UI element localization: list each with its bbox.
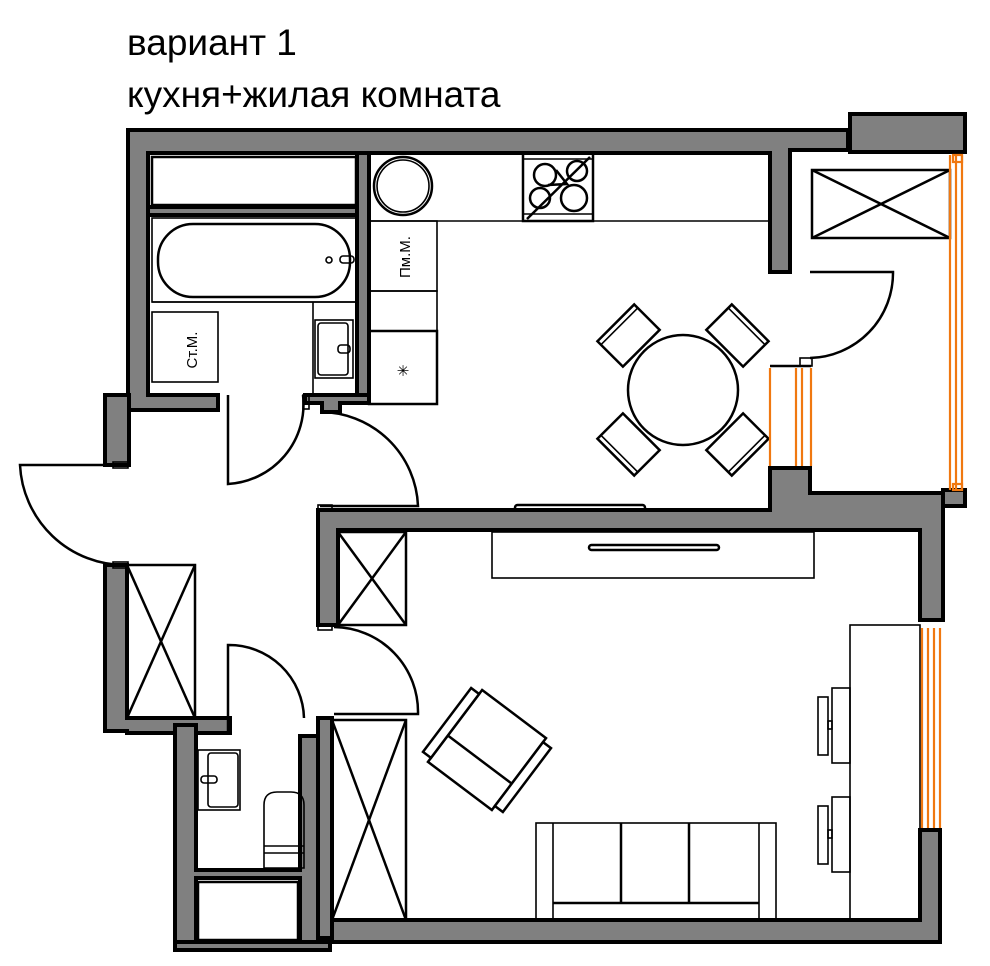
bathroom: Ст.М. xyxy=(150,155,358,395)
wall-living-left-bottom xyxy=(316,716,334,940)
plan-title-variant: вариант 1 xyxy=(127,22,297,63)
hall-wardrobe-icon xyxy=(125,563,197,720)
wall-bath-kitchen xyxy=(355,151,371,405)
wall-balcony-top xyxy=(848,112,967,154)
kitchen-cabinet xyxy=(368,290,438,332)
round-sink-icon xyxy=(372,155,434,217)
toilet-washbasin-icon xyxy=(197,749,241,811)
wall-bath-shelf xyxy=(146,205,359,217)
plan-subtitle-rooms: кухня+жилая комната xyxy=(127,74,501,115)
wall-kitchen-living xyxy=(316,466,945,627)
bath-washbasin-icon xyxy=(314,319,354,379)
toilet-door xyxy=(226,643,306,733)
toilet-shelf xyxy=(196,880,300,942)
balcony xyxy=(810,153,964,492)
dining-table-icon xyxy=(595,302,771,478)
desk-icon xyxy=(849,624,921,921)
toilet-room xyxy=(196,625,420,942)
stove-icon xyxy=(521,151,595,223)
living-wardrobe-icon xyxy=(336,530,408,627)
wall-bath-bottom-right xyxy=(303,393,371,414)
living-room xyxy=(330,531,942,922)
plant-icon xyxy=(830,394,906,470)
hallway xyxy=(18,394,420,720)
wall-hall-left xyxy=(103,563,232,735)
desk-chair-icon xyxy=(817,796,851,873)
armchair-icon xyxy=(421,686,553,814)
tv-unit xyxy=(491,531,815,579)
washing-machine-label: Ст.М. xyxy=(184,332,201,369)
desk-chair-icon xyxy=(817,687,851,764)
kitchen-tv-icon xyxy=(513,503,647,512)
living-door xyxy=(333,625,420,716)
bath-shelf xyxy=(150,155,358,207)
kitchen-door xyxy=(319,410,420,508)
balcony-door xyxy=(809,270,895,360)
dishwasher-label: Пм.М. xyxy=(397,236,414,278)
plant-icon xyxy=(836,540,912,616)
living-wardrobe-2-icon xyxy=(330,718,408,922)
living-window xyxy=(920,628,942,828)
plant-icon xyxy=(886,365,948,427)
balcony-door-window xyxy=(768,364,813,466)
wall-entrance-upper xyxy=(103,393,131,467)
fridge-icon xyxy=(367,329,439,406)
balcony-window-frame xyxy=(948,153,964,492)
bathtub-icon xyxy=(156,222,352,299)
kitchen: Пм.М. ✳ xyxy=(367,151,895,512)
washing-machine-icon xyxy=(151,311,219,383)
bathroom-door xyxy=(226,394,305,486)
toilet-icon xyxy=(263,791,305,869)
tv-icon xyxy=(587,543,721,552)
wall-balcony-bottom xyxy=(941,488,967,508)
fridge-symbol: ✳ xyxy=(397,363,410,380)
sofa-icon xyxy=(535,822,777,921)
entrance-door xyxy=(18,463,126,567)
round-table xyxy=(626,333,740,447)
